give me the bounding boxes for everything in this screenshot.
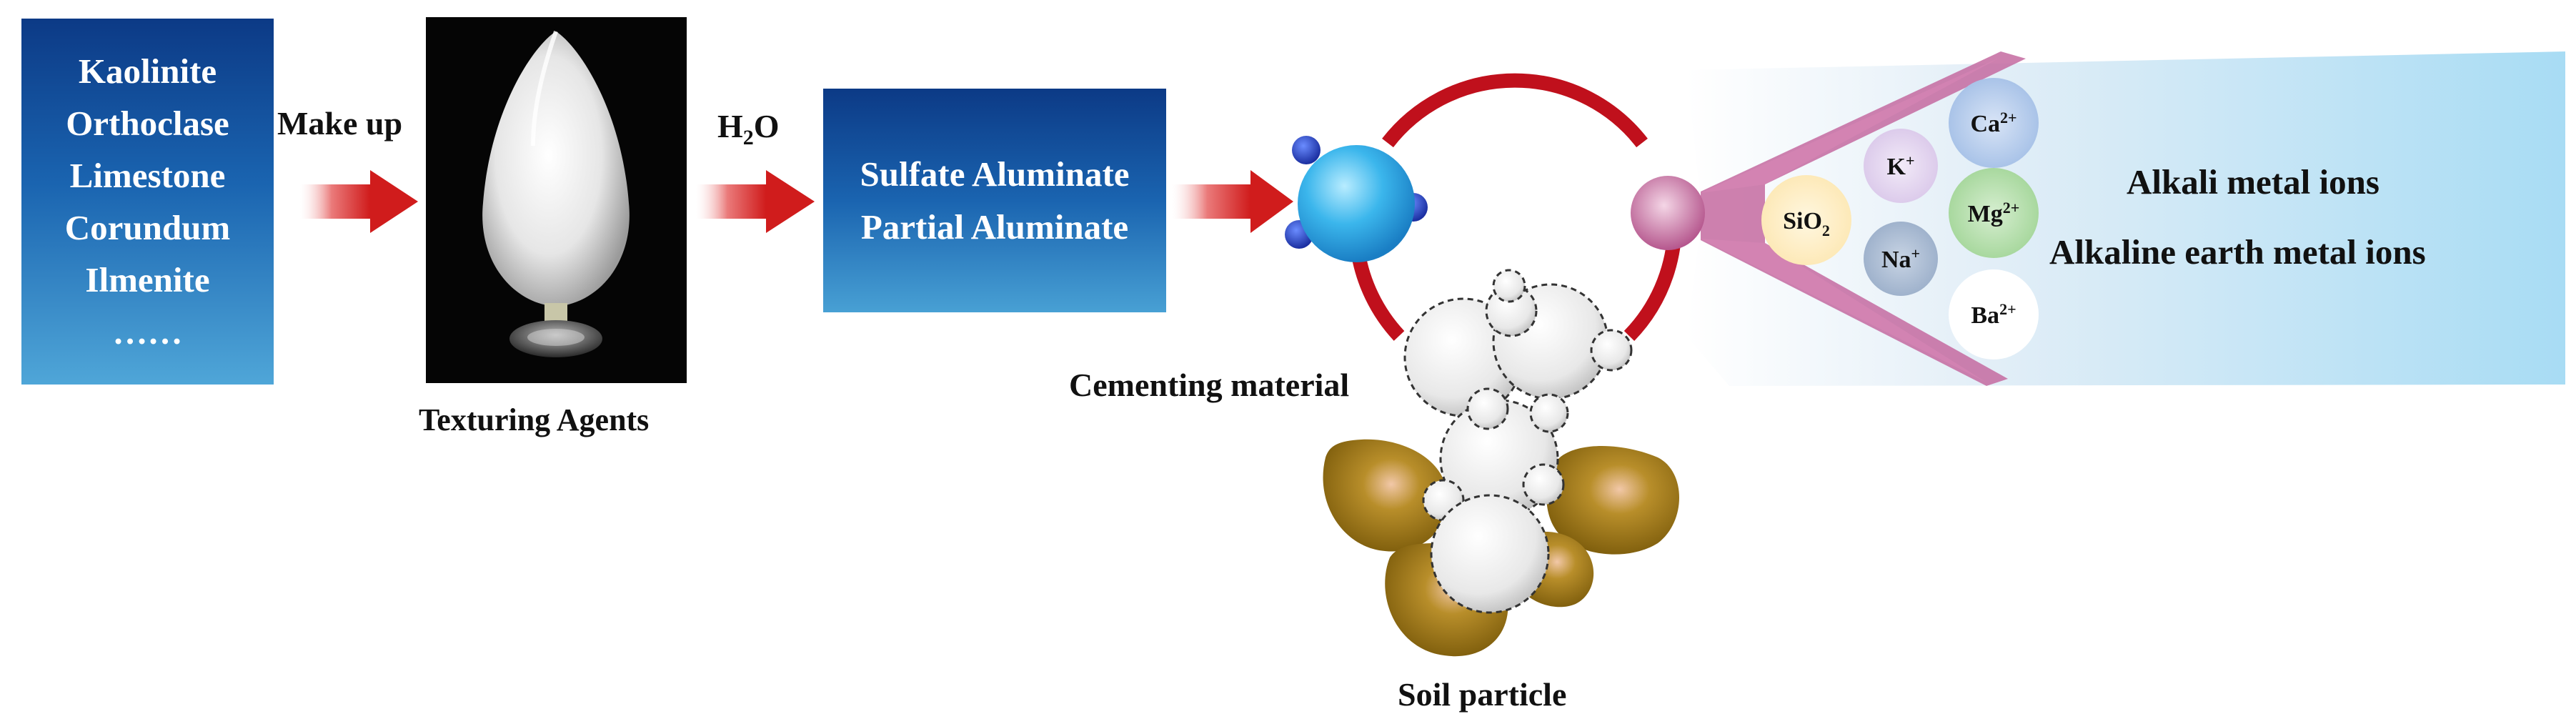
ion-sio2-label: SiO2 — [1783, 208, 1830, 239]
mineral-corundum: Corundum — [64, 208, 231, 247]
ion-mg-label: Mg2+ — [1968, 199, 2020, 227]
mineral-ilmenite: Ilmenite — [85, 260, 210, 299]
aluminate-box: Sulfate Aluminate Partial Aluminate — [823, 89, 1166, 312]
partial-aluminate-label: Partial Aluminate — [860, 207, 1129, 247]
ion-k-circle — [1864, 129, 1938, 203]
mineral-ellipsis: …… — [112, 312, 183, 352]
mineral-limestone: Limestone — [69, 156, 226, 195]
cementing-material-label: Cementing material — [1069, 367, 1350, 403]
sulfate-aluminate-label: Sulfate Aluminate — [860, 154, 1130, 194]
water-label: H2O — [717, 107, 780, 150]
ion-sio2-circle — [1761, 175, 1851, 265]
cement-molecule — [1285, 136, 1428, 262]
powder-bottle-image — [482, 31, 630, 357]
water-sub: 2 — [742, 126, 754, 150]
mineral-orthoclase: Orthoclase — [66, 104, 229, 143]
arrow-water — [696, 170, 815, 233]
make-up-label: Make up — [277, 105, 403, 142]
ion-na-circle — [1864, 222, 1938, 296]
ion-ca-label: Ca2+ — [1970, 109, 2016, 137]
ion-mg-circle — [1949, 168, 2039, 258]
texturing-agents-label: Texturing Agents — [419, 402, 650, 437]
alkaline-earth-ions-label: Alkaline earth metal ions — [2049, 232, 2426, 272]
ion-k-label: K+ — [1887, 152, 1915, 180]
mineral-kaolinite: Kaolinite — [78, 51, 217, 91]
cement-bubbles — [1403, 269, 1633, 614]
ion-ba-label: Ba2+ — [1971, 300, 2016, 329]
soil-particle-label: Soil particle — [1398, 676, 1567, 713]
ion-na-label: Na+ — [1881, 244, 1920, 273]
water-tail: O — [753, 108, 780, 144]
arrow-make-up — [300, 170, 418, 233]
water-base: H — [717, 108, 743, 144]
ion-ca-circle — [1949, 78, 2039, 168]
arrow-to-cement — [1172, 170, 1293, 233]
ion-source-particle — [1631, 176, 1705, 250]
texturing-agent-photo — [426, 17, 687, 383]
ion-ba-circle — [1949, 269, 2039, 359]
alkali-ions-label: Alkali metal ions — [2127, 162, 2379, 202]
mineral-source-box: Kaolinite Orthoclase Limestone Corundum … — [21, 19, 274, 385]
